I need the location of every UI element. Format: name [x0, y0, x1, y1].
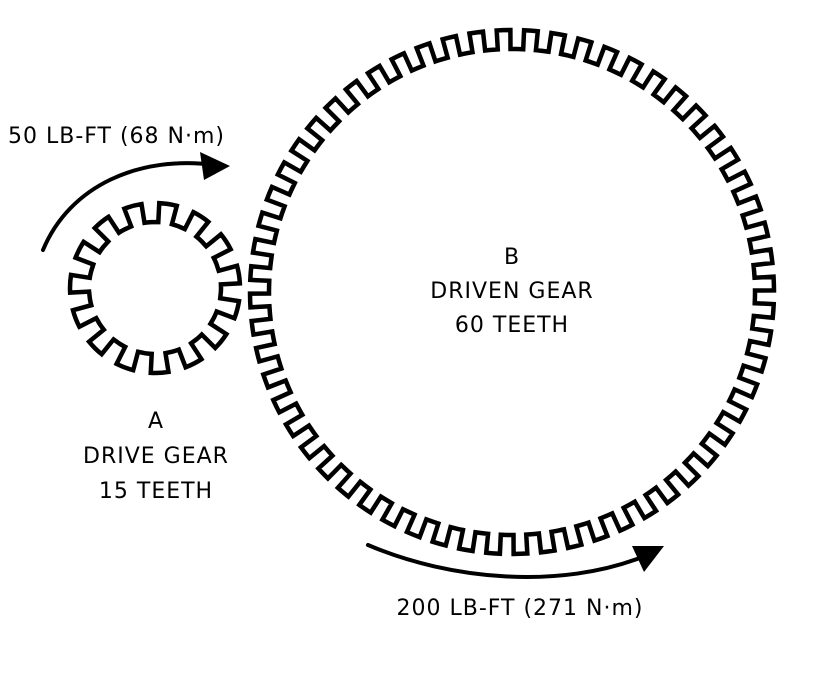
- driven-gear-b: [247, 27, 777, 557]
- input-torque-arrow: [41, 152, 230, 252]
- driven-gear-teeth: 60 TEETH: [455, 313, 569, 338]
- drive-gear-a: [67, 200, 243, 376]
- output-torque-arrow: [366, 543, 664, 579]
- drive-gear-name: DRIVE GEAR: [83, 444, 229, 469]
- drive-gear-teeth: 15 TEETH: [99, 479, 213, 504]
- input-torque-label: 50 LB-FT (68 N·m): [8, 124, 225, 149]
- driven-gear-name: DRIVEN GEAR: [430, 279, 593, 304]
- driven-gear-letter: B: [504, 245, 520, 270]
- output-torque-label: 200 LB-FT (271 N·m): [396, 596, 643, 621]
- drive-gear-letter: A: [148, 409, 164, 434]
